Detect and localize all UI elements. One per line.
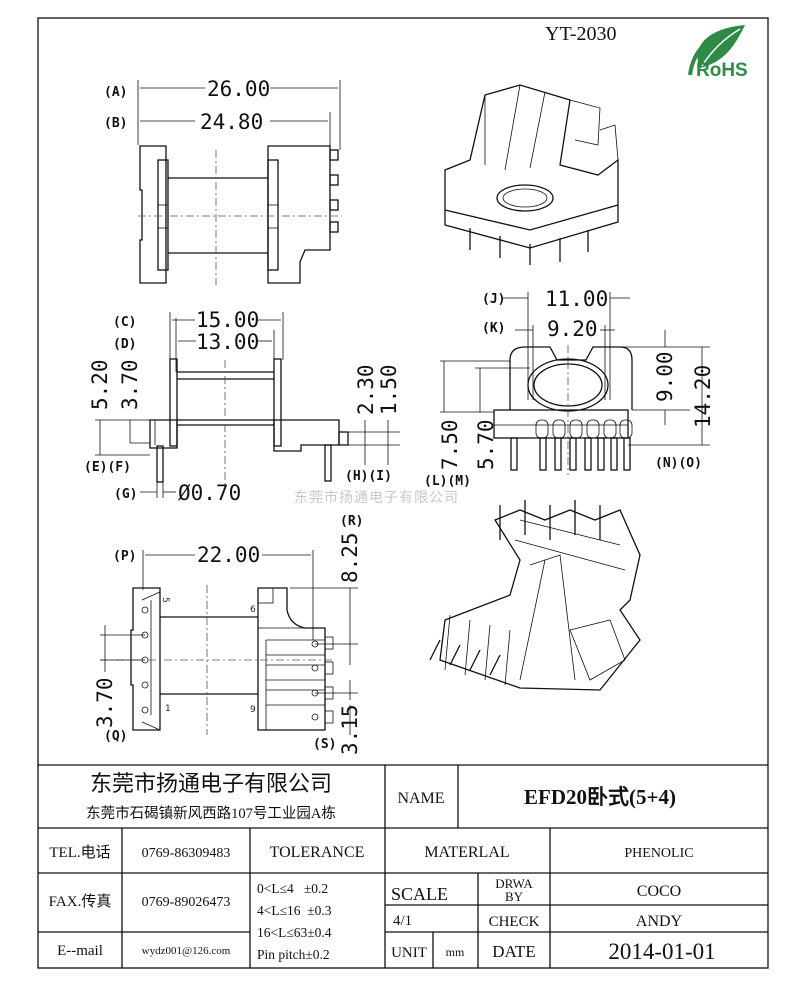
dim-value-o: 14.20 xyxy=(691,365,715,428)
dim-label-b: (B) xyxy=(104,116,127,131)
rohs-text: RoHS xyxy=(696,60,748,81)
pin-label-5: 5 xyxy=(160,597,170,603)
scale-value: 4/1 xyxy=(393,913,412,929)
dim-label-hi: (H)(I) xyxy=(345,469,392,484)
dim-value-m: 5.70 xyxy=(474,419,498,470)
drawn-by-value: COCO xyxy=(637,883,681,900)
email-value: wydz001@126.com xyxy=(142,945,231,957)
dim-value-s: 3.15 xyxy=(338,704,362,755)
side-view: (C) (D) 15.00 13.00 5.20 3.70 (E)(F) (G)… xyxy=(84,308,401,505)
part-number: YT-2030 xyxy=(545,23,616,45)
tolerance-label: TOLERANCE xyxy=(270,844,365,861)
dim-value-h: 2.30 xyxy=(354,364,378,415)
dim-value-c: 15.00 xyxy=(196,308,259,332)
end-view: (J) (K) 11.00 9.20 7.50 5.70 (L)(M) xyxy=(424,287,715,489)
dim-label-a: (A) xyxy=(104,85,127,100)
fax-value: 0769-89026473 xyxy=(142,895,231,910)
tolerance-row: Pin pitch±0.2 xyxy=(257,947,330,962)
dim-value-q: 3.70 xyxy=(93,677,117,728)
tolerance-row: 4<L≤16 ±0.3 xyxy=(257,903,332,918)
pin-label-6: 6 xyxy=(250,605,256,615)
dim-label-k: (K) xyxy=(482,321,505,336)
pin-label-1: 1 xyxy=(165,704,171,714)
unit-label: UNIT xyxy=(391,945,427,961)
check-value: ANDY xyxy=(636,913,683,930)
tolerance-row: 16<L≤63±0.4 xyxy=(257,925,332,940)
dim-label-k-value: 9.20 xyxy=(547,317,598,341)
name-value: EFD20卧式(5+4) xyxy=(524,785,676,809)
drawn-by-label-2: BY xyxy=(505,889,524,904)
email-label: E--mail xyxy=(57,943,103,959)
date-value: 2014-01-01 xyxy=(608,939,715,964)
tolerance-row: 0<L≤4 ±0.2 xyxy=(257,881,328,896)
tel-value: 0769-86309483 xyxy=(142,846,231,861)
title-block: 东莞市扬通电子有限公司 东莞市石碣镇新风西路107号工业园A栋 NAME EFD… xyxy=(38,764,768,968)
dim-label-no: (N)(O) xyxy=(655,456,702,471)
dim-label-s: (S) xyxy=(313,737,336,752)
watermark: 东莞市扬通电子有限公司 xyxy=(294,489,459,506)
dim-value-e: 5.20 xyxy=(88,359,112,410)
drawn-by-label: DRWA xyxy=(495,876,533,891)
sheet-border xyxy=(37,17,769,969)
dim-value-i: 1.50 xyxy=(377,364,401,415)
date-label: DATE xyxy=(492,942,535,961)
dim-label-c: (C) xyxy=(113,315,136,330)
scale-label: SCALE xyxy=(391,884,448,904)
dim-value-l: 7.50 xyxy=(438,419,462,470)
dim-value-n: 9.00 xyxy=(653,351,677,402)
unit-value: mm xyxy=(446,945,465,959)
dim-label-r: (R) xyxy=(340,514,363,529)
check-label: CHECK xyxy=(489,914,540,930)
dim-value-j: 11.00 xyxy=(545,287,608,311)
rohs-logo: RoHS xyxy=(688,25,748,81)
dim-label-q: (Q) xyxy=(104,729,127,744)
dim-label-g: (G) xyxy=(114,487,137,502)
dim-label-p: (P) xyxy=(113,549,136,564)
fax-label: FAX.传真 xyxy=(49,892,112,910)
dim-label-j: (J) xyxy=(482,292,505,307)
bottom-view: (P) 22.00 5 1 6 9 (R) 8.25 3.15 xyxy=(93,514,363,755)
dim-value-a: 26.00 xyxy=(207,77,270,101)
name-label: NAME xyxy=(397,790,444,807)
company-name: 东莞市扬通电子有限公司 xyxy=(90,771,332,796)
material-value: PHENOLIC xyxy=(624,846,693,861)
isometric-view-top xyxy=(444,84,619,265)
dim-value-d: 13.00 xyxy=(196,330,259,354)
isometric-view-bottom xyxy=(429,500,641,691)
dim-label-lm: (L)(M) xyxy=(424,474,471,489)
pin-label-9: 9 xyxy=(250,705,256,715)
top-view: (A) (B) 26.00 24.80 xyxy=(104,77,342,285)
dim-value-f: 3.70 xyxy=(118,359,142,410)
dim-value-p: 22.00 xyxy=(197,543,260,567)
dim-label-ef: (E)(F) xyxy=(84,460,131,475)
material-label: MATERLAL xyxy=(424,844,509,861)
tel-label: TEL.电话 xyxy=(49,844,110,861)
company-address: 东莞市石碣镇新风西路107号工业园A栋 xyxy=(86,804,336,822)
dim-value-b: 24.80 xyxy=(200,110,263,134)
dim-value-r: 8.25 xyxy=(338,532,362,583)
dim-label-d: (D) xyxy=(113,337,136,352)
dim-value-g: Ø0.70 xyxy=(178,481,241,505)
